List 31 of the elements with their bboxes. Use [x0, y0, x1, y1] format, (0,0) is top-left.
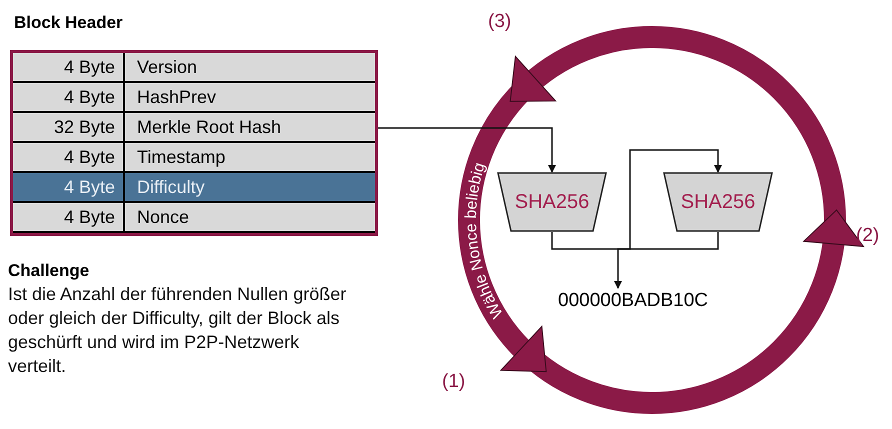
byte-size: 4 Byte — [64, 148, 115, 166]
field-name: Merkle Root Hash — [137, 118, 282, 136]
step-number: (3) — [488, 10, 512, 34]
hash-function-block — [663, 172, 773, 232]
field-name: Nonce — [137, 208, 190, 226]
connector-arrow — [551, 149, 722, 250]
hash-function-block — [497, 172, 607, 232]
field-name: Difficulty — [137, 178, 205, 196]
hash-output: 000000BADB10C — [533, 288, 733, 314]
field-name: Version — [137, 58, 198, 76]
function-label: SHA256 — [680, 192, 756, 212]
byte-size: 4 Byte — [64, 208, 115, 226]
field-name: Timestamp — [137, 148, 226, 166]
step-number: (2) — [856, 224, 880, 248]
highlighted-row — [13, 173, 375, 203]
table-row — [13, 83, 375, 113]
byte-size: 4 Byte — [64, 58, 115, 76]
function-label: SHA256 — [514, 192, 590, 212]
table-row — [13, 143, 375, 173]
byte-size: 4 Byte — [64, 178, 115, 196]
table-row — [13, 203, 375, 233]
table-row — [13, 53, 375, 83]
challenge-description: Ist die Anzahl der führenden Nullen größer oder gleich der Difficulty, gilt der Block als geschürft und wird im P2P-Netzwerk verteilt. — [8, 283, 348, 378]
table-row — [13, 113, 375, 143]
field-name: HashPrev — [137, 88, 216, 106]
byte-size: 4 Byte — [64, 88, 115, 106]
step-number: (1) — [442, 370, 466, 394]
section-heading: Challenge — [8, 260, 90, 282]
table-title: Block Header — [14, 14, 123, 31]
byte-size: 32 Byte — [54, 118, 115, 136]
connector-arrow — [614, 232, 719, 289]
